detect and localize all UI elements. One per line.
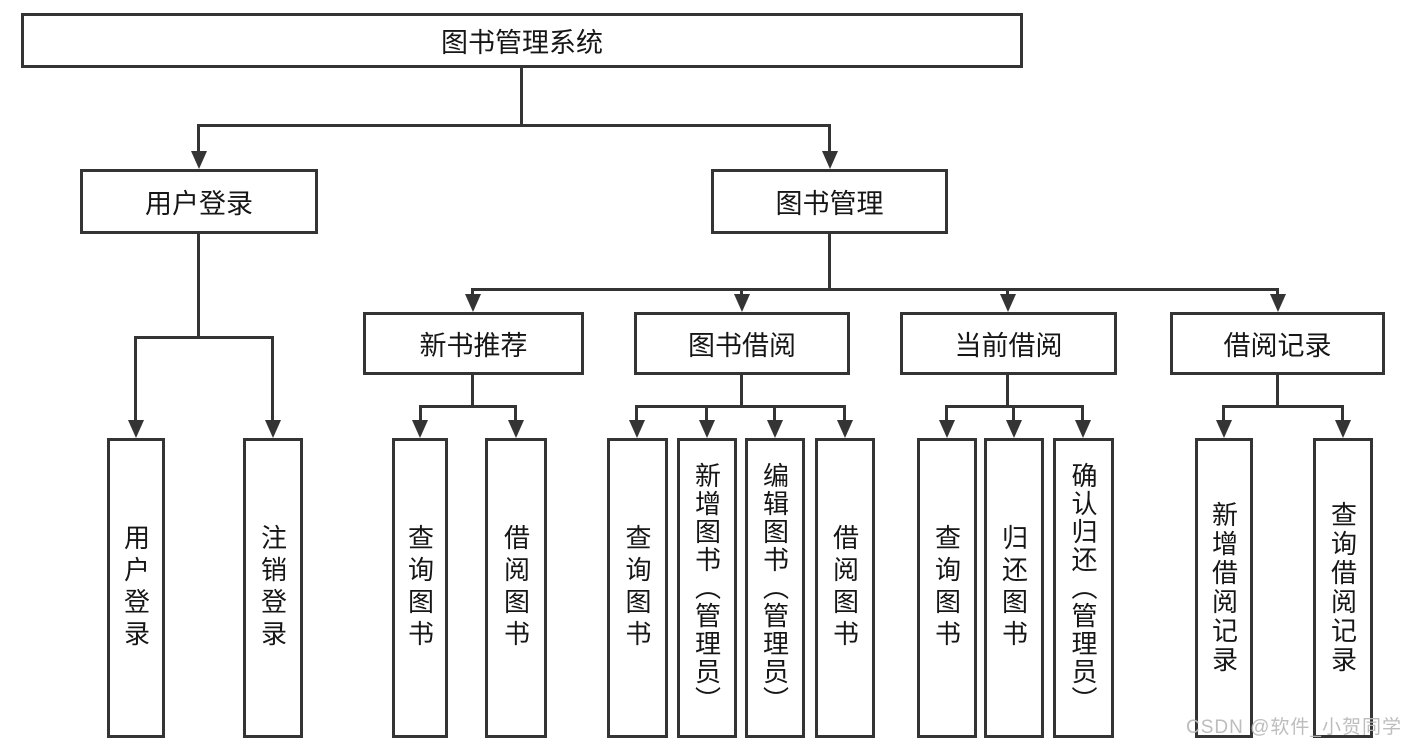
node-current-borrow: 当前借阅 bbox=[900, 312, 1117, 375]
arrow-down-icon bbox=[822, 151, 838, 169]
arrow-down-icon bbox=[265, 420, 281, 438]
arrow-down-icon bbox=[734, 294, 750, 312]
leaf-borrow-edit-books-admin: 编辑图书（管理员） bbox=[745, 438, 805, 738]
connector-line bbox=[271, 336, 274, 421]
node-library-management-system: 图书管理系统 bbox=[21, 13, 1023, 68]
arrow-down-icon bbox=[1216, 420, 1232, 438]
connector-line bbox=[1006, 288, 1009, 296]
leaf-logout-login: 注销登录 bbox=[243, 438, 303, 738]
connector-line bbox=[828, 234, 831, 288]
connector-line bbox=[773, 405, 776, 421]
leaf-borrow-query-books: 查询图书 bbox=[607, 438, 668, 738]
connector-line bbox=[1006, 375, 1009, 405]
connector-line bbox=[419, 405, 422, 421]
leaf-borrow-borrow-books: 借阅图书 bbox=[815, 438, 875, 738]
watermark: CSDN @软件_小贺同学 bbox=[1186, 717, 1402, 738]
arrow-down-icon bbox=[837, 420, 853, 438]
leaf-user-login: 用户登录 bbox=[107, 438, 165, 738]
arrow-down-icon bbox=[629, 420, 645, 438]
node-borrow-records: 借阅记录 bbox=[1170, 312, 1385, 375]
arrow-down-icon bbox=[1000, 294, 1016, 312]
leaf-current-confirm-return-admin: 确认归还（管理员） bbox=[1053, 438, 1114, 738]
connector-line bbox=[134, 336, 137, 421]
arrow-down-icon bbox=[767, 420, 783, 438]
arrow-down-icon bbox=[191, 151, 207, 169]
connector-line bbox=[1222, 405, 1225, 421]
leaf-records-query-record: 查询借阅记录 bbox=[1313, 438, 1373, 738]
node-book-borrow: 图书借阅 bbox=[634, 312, 850, 375]
arrow-down-icon bbox=[508, 420, 524, 438]
connector-line bbox=[1341, 405, 1344, 421]
node-book-management: 图书管理 bbox=[711, 169, 948, 234]
leaf-newbook-query-books: 查询图书 bbox=[392, 438, 448, 738]
connector-line bbox=[197, 124, 200, 152]
arrow-down-icon bbox=[412, 420, 428, 438]
arrow-down-icon bbox=[1335, 420, 1351, 438]
connector-line bbox=[471, 288, 1279, 291]
node-user-login: 用户登录 bbox=[80, 169, 318, 234]
connector-line bbox=[705, 405, 708, 421]
node-new-book-recommend: 新书推荐 bbox=[363, 312, 584, 375]
connector-line bbox=[740, 375, 743, 405]
arrow-down-icon bbox=[465, 294, 481, 312]
leaf-current-return-books: 归还图书 bbox=[984, 438, 1044, 738]
connector-line bbox=[843, 405, 846, 421]
arrow-down-icon bbox=[699, 420, 715, 438]
connector-line bbox=[1012, 405, 1015, 421]
connector-line bbox=[945, 405, 948, 421]
arrow-down-icon bbox=[128, 420, 144, 438]
connector-line bbox=[471, 375, 474, 405]
connector-line bbox=[1276, 288, 1279, 296]
connector-line bbox=[1276, 375, 1279, 405]
leaf-records-add-record: 新增借阅记录 bbox=[1195, 438, 1253, 738]
connector-line bbox=[635, 405, 638, 421]
arrow-down-icon bbox=[939, 420, 955, 438]
connector-line bbox=[520, 68, 523, 124]
arrow-down-icon bbox=[1006, 420, 1022, 438]
leaf-newbook-borrow-books: 借阅图书 bbox=[485, 438, 547, 738]
connector-line bbox=[197, 234, 200, 336]
connector-line bbox=[197, 124, 831, 127]
connector-line bbox=[828, 124, 831, 152]
leaf-borrow-add-books-admin: 新增图书（管理员） bbox=[677, 438, 737, 738]
connector-line bbox=[1222, 405, 1344, 408]
connector-line bbox=[635, 405, 846, 408]
connector-line bbox=[1081, 405, 1084, 421]
connector-line bbox=[134, 336, 274, 339]
leaf-current-query-books: 查询图书 bbox=[917, 438, 977, 738]
connector-line bbox=[471, 288, 474, 296]
connector-line bbox=[945, 405, 1084, 408]
connector-line bbox=[514, 405, 517, 421]
connector-line bbox=[419, 405, 517, 408]
arrow-down-icon bbox=[1075, 420, 1091, 438]
connector-line bbox=[740, 288, 743, 296]
arrow-down-icon bbox=[1270, 294, 1286, 312]
